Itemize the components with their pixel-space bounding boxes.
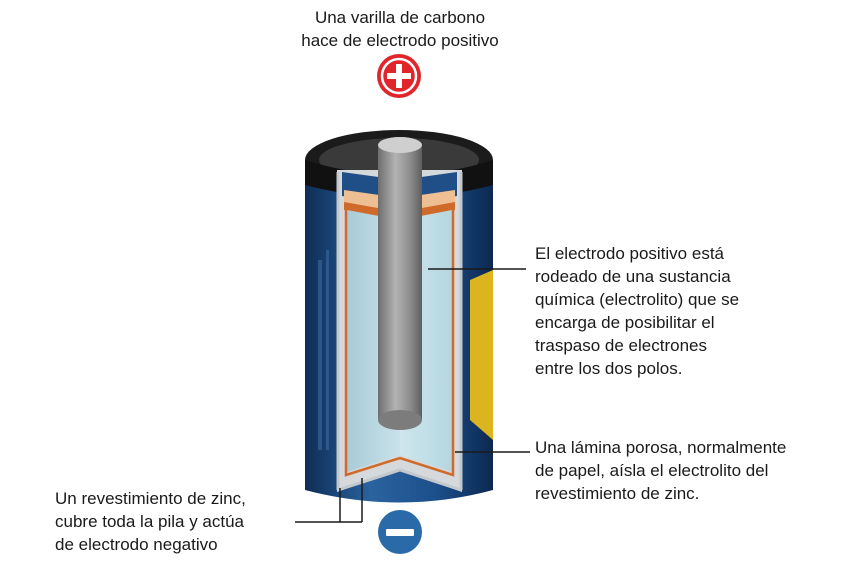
negative-terminal-icon	[378, 510, 422, 554]
zinc-casing-label-line: Un revestimiento de zinc,	[55, 487, 246, 510]
separator-label-line: Una lámina porosa, normalmente	[535, 436, 786, 459]
zinc-casing-label: Un revestimiento de zinc, cubre toda la …	[55, 487, 246, 556]
electrolyte-label-line: encarga de posibilitar el	[535, 311, 739, 334]
carbon-rod	[378, 137, 422, 430]
positive-terminal-icon	[377, 54, 421, 98]
electrolyte-label-line: traspaso de electrones	[535, 334, 739, 357]
electrolyte-label: El electrodo positivo está rodeado de un…	[535, 242, 739, 380]
zinc-casing-label-line: de electrodo negativo	[55, 533, 246, 556]
separator-label: Una lámina porosa, normalmente de papel,…	[535, 436, 786, 505]
zinc-casing-label-line: cubre toda la pila y actúa	[55, 510, 246, 533]
separator-label-line: revestimiento de zinc.	[535, 482, 786, 505]
electrolyte-label-line: química (electrolito) que se	[535, 288, 739, 311]
electrolyte-label-line: El electrodo positivo está	[535, 242, 739, 265]
electrolyte-label-line: rodeado de una sustancia	[535, 265, 739, 288]
electrolyte-label-line: entre los dos polos.	[535, 357, 739, 380]
positive-rod-label-line: Una varilla de carbono	[0, 6, 800, 29]
separator-label-line: de papel, aísla el electrolito del	[535, 459, 786, 482]
positive-rod-label: Una varilla de carbono hace de electrodo…	[0, 6, 800, 52]
positive-rod-label-line: hace de electrodo positivo	[0, 29, 800, 52]
